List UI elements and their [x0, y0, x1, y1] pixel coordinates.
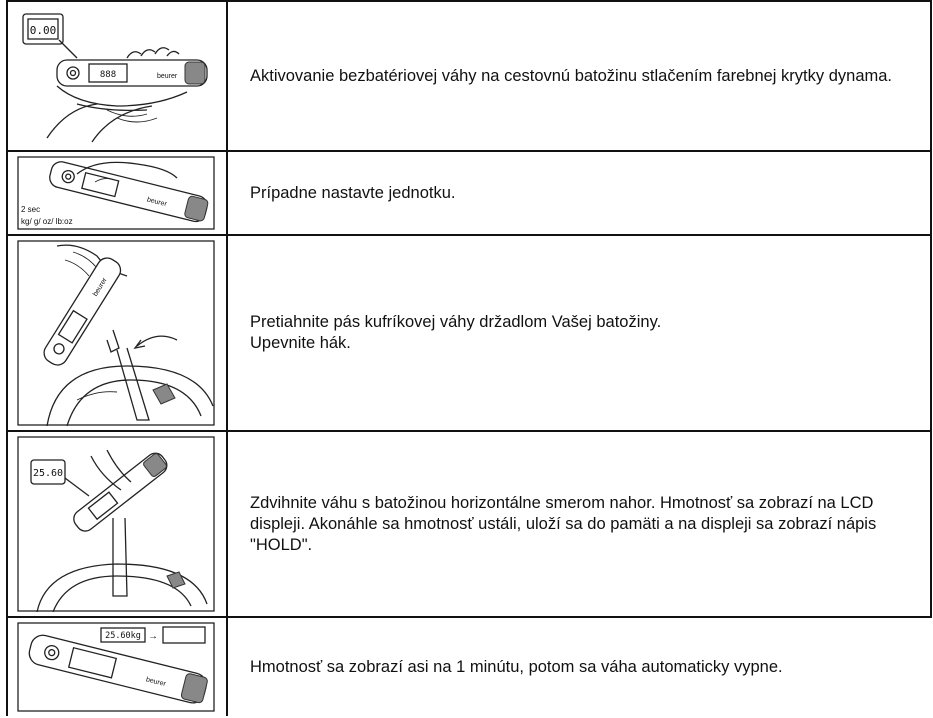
instruction-row-5: 25.60kg → beurer Hmotnosť sa zobrazí asi…: [6, 616, 931, 716]
svg-text:beurer: beurer: [146, 196, 168, 208]
blank-display: [162, 626, 206, 644]
instruction-text: Hmotnosť sa zobrazí asi na 1 minútu, pot…: [250, 657, 783, 676]
unit-setting-illustration: beurer 2 sec kg/ g/ oz/ lb:oz: [17, 156, 215, 230]
time-label: 2 sec: [21, 205, 40, 214]
illustration-cell: 0.00 888 beurer: [6, 0, 228, 152]
illustration-cell: beurer: [6, 234, 228, 432]
instruction-table: 0.00 888 beurer: [6, 0, 932, 716]
svg-text:888: 888: [100, 70, 116, 80]
luggage-scale-icon: beurer: [43, 257, 122, 366]
lcd-reading: 0.00: [30, 24, 57, 37]
hook-icon: [106, 329, 120, 353]
luggage-icon: [36, 563, 208, 612]
lift-weigh-illustration: 25.60: [17, 436, 215, 612]
instruction-text: Prípadne nastavte jednotku.: [250, 183, 456, 202]
instruction-text: Zdvihnite váhu s batožinou horizontálne …: [250, 493, 877, 554]
instruction-text: Pretiahnite pás kufríkovej váhy držadlom…: [250, 313, 662, 352]
instruction-row-3: beurer Pretiahnite pás kufríkovej váhy d…: [6, 234, 932, 432]
hand-outline: [76, 161, 178, 179]
instruction-text-cell: Zdvihnite váhu s batožinou horizontálne …: [226, 430, 932, 618]
luggage-scale-icon: 888 beurer: [56, 59, 208, 87]
lcd-reading: 25.60kg: [105, 631, 141, 641]
instruction-text-cell: Pretiahnite pás kufríkovej váhy držadlom…: [226, 234, 932, 432]
lcd-reading: 25.60: [33, 468, 63, 479]
dynamo-cap: [184, 61, 206, 85]
instruction-text: Aktivovanie bezbatériovej váhy na cestov…: [250, 66, 893, 85]
arrow-icon: [136, 335, 178, 347]
arrow-icon: →: [148, 631, 158, 642]
scale-activation-illustration: 0.00 888 beurer: [22, 13, 208, 143]
illustration-cell: beurer 2 sec kg/ g/ oz/ lb:oz: [6, 150, 228, 236]
instruction-row-4: 25.60 Zdvihnite váhu s batožinou hor: [6, 430, 932, 618]
luggage-scale-icon: [73, 452, 168, 532]
instruction-text-cell: Hmotnosť sa zobrazí asi na 1 minútu, pot…: [226, 616, 931, 716]
svg-text:beurer: beurer: [157, 73, 178, 80]
illustration-cell: 25.60: [6, 430, 228, 618]
instruction-text-cell: Prípadne nastavte jednotku.: [226, 150, 932, 236]
strap-attach-illustration: beurer: [17, 240, 215, 426]
display-callout: [30, 459, 66, 485]
units-label: kg/ g/ oz/ lb:oz: [21, 217, 73, 226]
instruction-text-cell: Aktivovanie bezbatériovej váhy na cestov…: [226, 0, 932, 152]
instruction-row-2: beurer 2 sec kg/ g/ oz/ lb:oz Prípadne n…: [6, 150, 932, 236]
luggage-icon: [46, 365, 214, 426]
luggage-scale-icon: beurer: [28, 634, 208, 704]
instruction-row-1: 0.00 888 beurer: [6, 0, 932, 152]
strap: [112, 517, 128, 597]
auto-off-illustration: 25.60kg → beurer: [17, 622, 215, 712]
illustration-cell: 25.60kg → beurer: [6, 616, 228, 716]
svg-text:beurer: beurer: [145, 676, 167, 688]
